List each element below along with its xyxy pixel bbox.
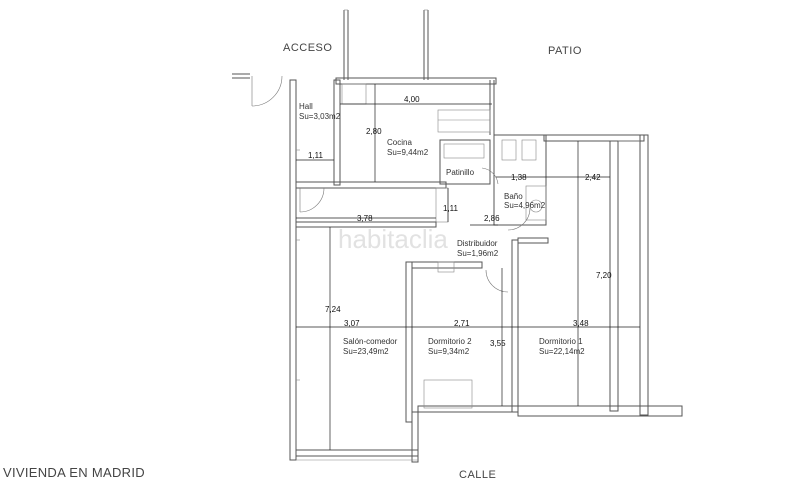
patio-label: PATIO xyxy=(548,45,582,57)
dim-bath-width: 1,38 xyxy=(511,173,527,182)
room-dormitorio2-area: Su=9,34m2 xyxy=(428,347,470,356)
calle-label: CALLE xyxy=(459,469,496,481)
dim-closet-width: 1,11 xyxy=(443,204,459,213)
watermark: habitaclia xyxy=(338,224,448,254)
room-distribuidor-name: Distribuidor xyxy=(457,239,498,248)
room-dormitorio2-name: Dormitorio 2 xyxy=(428,337,472,346)
dim-hall-width: 1,11 xyxy=(308,151,324,160)
dim-bedroom1-top: 2,42 xyxy=(585,173,601,182)
dim-bedroom2-depth: 3,55 xyxy=(490,339,506,348)
acceso-label: ACCESO xyxy=(283,42,332,54)
room-hall-area: Su=3,03m2 xyxy=(299,112,341,121)
room-bano-area: Su=4,96m2 xyxy=(504,201,546,210)
dim-salon-width: 3,07 xyxy=(344,319,360,328)
dim-kitchen-width: 4,00 xyxy=(404,95,420,104)
room-hall-name: Hall xyxy=(299,102,313,111)
dim-distribuidor-width: 2,86 xyxy=(484,214,500,223)
room-bano-name: Baño xyxy=(504,192,523,201)
walls xyxy=(232,9,683,463)
dim-bedroom2-width: 2,71 xyxy=(454,319,470,328)
room-dormitorio1-name: Dormitorio 1 xyxy=(539,337,583,346)
room-patinillo-name: Patinillo xyxy=(446,168,475,177)
dim-salon-depth: 7,24 xyxy=(325,305,341,314)
room-salon-area: Su=23,49m2 xyxy=(343,347,389,356)
dim-bedroom1-depth: 7,20 xyxy=(596,271,612,280)
room-salon-name: Salón-comedor xyxy=(343,337,398,346)
room-dormitorio1-area: Su=22,14m2 xyxy=(539,347,585,356)
doors xyxy=(251,75,531,293)
dim-corridor-length: 3,78 xyxy=(357,214,373,223)
dimension-lines xyxy=(296,84,640,450)
dim-kitchen-depth: 2,80 xyxy=(366,127,382,136)
plan-title: VIVIENDA EN MADRID xyxy=(3,465,145,480)
room-cocina-name: Cocina xyxy=(387,138,412,147)
room-distribuidor-area: Su=1,96m2 xyxy=(457,249,499,258)
dim-bedroom1-width: 3,48 xyxy=(573,319,589,328)
room-cocina-area: Su=9,44m2 xyxy=(387,148,429,157)
